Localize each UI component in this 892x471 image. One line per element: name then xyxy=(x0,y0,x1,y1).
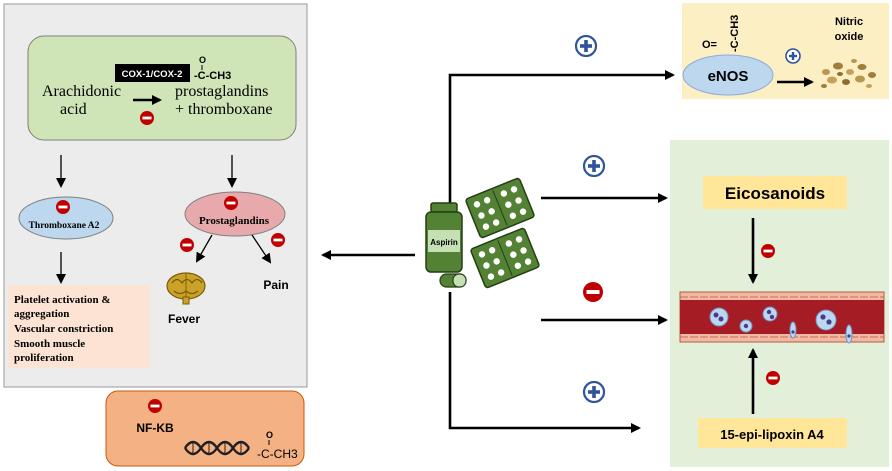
effect-line-4: Smooth muscle xyxy=(14,338,85,350)
pain-label: Pain xyxy=(263,278,288,292)
nitric-oxide-particles-icon xyxy=(821,59,876,88)
enos-acetyl-group: -C-CH3 xyxy=(729,15,741,52)
enos-label: eNOS xyxy=(708,68,749,85)
dna-icon xyxy=(184,440,250,456)
thromboxane-inhibition-icon xyxy=(56,200,70,214)
product-line1: prostaglandins xyxy=(175,83,268,100)
pain-inhibition-icon xyxy=(271,233,285,247)
blood-vessel-icon xyxy=(679,291,885,344)
eicosanoids-label: Eicosanoids xyxy=(725,184,825,203)
fever-label: Fever xyxy=(168,312,200,326)
substrate-line2: acid xyxy=(60,101,87,118)
thromboxane-label: Thromboxane A2 xyxy=(29,221,100,231)
arrow-to-enos xyxy=(448,70,675,205)
enos-activation-icon xyxy=(574,34,598,58)
prostaglandins-inhibition-icon xyxy=(224,196,238,210)
effect-line-2: aggregation xyxy=(14,308,69,320)
arrow-to-lipoxin xyxy=(448,292,641,433)
nfkb-inhibition-icon xyxy=(148,399,162,413)
cox-pathway-box xyxy=(27,35,297,141)
product-line2: + thromboxane xyxy=(175,101,272,118)
prostaglandins-label: Prostaglandins xyxy=(199,215,270,227)
brain-icon xyxy=(166,272,206,305)
nitric-oxide-activation-icon xyxy=(785,48,801,64)
nfkb-label: NF-KB xyxy=(136,421,174,435)
pill-blister-top-icon xyxy=(465,177,535,239)
effects-box xyxy=(8,285,150,368)
eicosanoids-inhibition-icon xyxy=(761,244,775,258)
nfkb-acetyl-group: -C-CH3 xyxy=(257,447,298,461)
cox-badge-label: COX-1/COX-2 xyxy=(122,69,183,80)
effect-line-5: proliferation xyxy=(14,352,74,364)
cox-acetyl-group: -C-CH3 xyxy=(194,70,231,82)
substrate-line1: Arachidonic xyxy=(42,83,121,100)
effect-line-3: Vascular constriction xyxy=(14,323,113,335)
lipoxin-box xyxy=(698,418,847,448)
fever-inhibition-icon xyxy=(180,238,194,252)
prostaglandins-node xyxy=(184,191,286,237)
pill-blister-bottom-icon xyxy=(470,227,540,289)
lipoxin-activation-icon xyxy=(582,380,606,404)
lipoxin-inhibition-icon xyxy=(766,371,780,385)
enos-acetyl-o: O= xyxy=(702,39,717,51)
aspirin-bottle-icon xyxy=(425,202,463,273)
pill-capsule-icon xyxy=(439,273,467,288)
lipoxin-label: 15-epi-lipoxin A4 xyxy=(720,427,824,442)
arrow-to-fever xyxy=(196,234,213,263)
cox-inhibition-icon xyxy=(140,111,154,125)
cox-badge xyxy=(115,64,190,82)
eicosanoids-box xyxy=(703,176,847,209)
thromboxane-node xyxy=(18,196,114,240)
nitric-oxide-line2: oxide xyxy=(835,31,864,43)
enos-node xyxy=(682,54,774,96)
arrow-to-pain xyxy=(251,234,272,264)
vessel-inhibition-icon xyxy=(583,282,603,302)
nitric-oxide-line1: Nitric xyxy=(835,16,863,28)
aspirin-label: Aspirin xyxy=(430,238,458,247)
nfkb-acetyl-o: O xyxy=(266,430,273,440)
cox-acetyl-o: O xyxy=(199,55,206,65)
eicosanoids-activation-icon xyxy=(582,154,606,178)
effect-line-1: Platelet activation & xyxy=(14,294,111,306)
